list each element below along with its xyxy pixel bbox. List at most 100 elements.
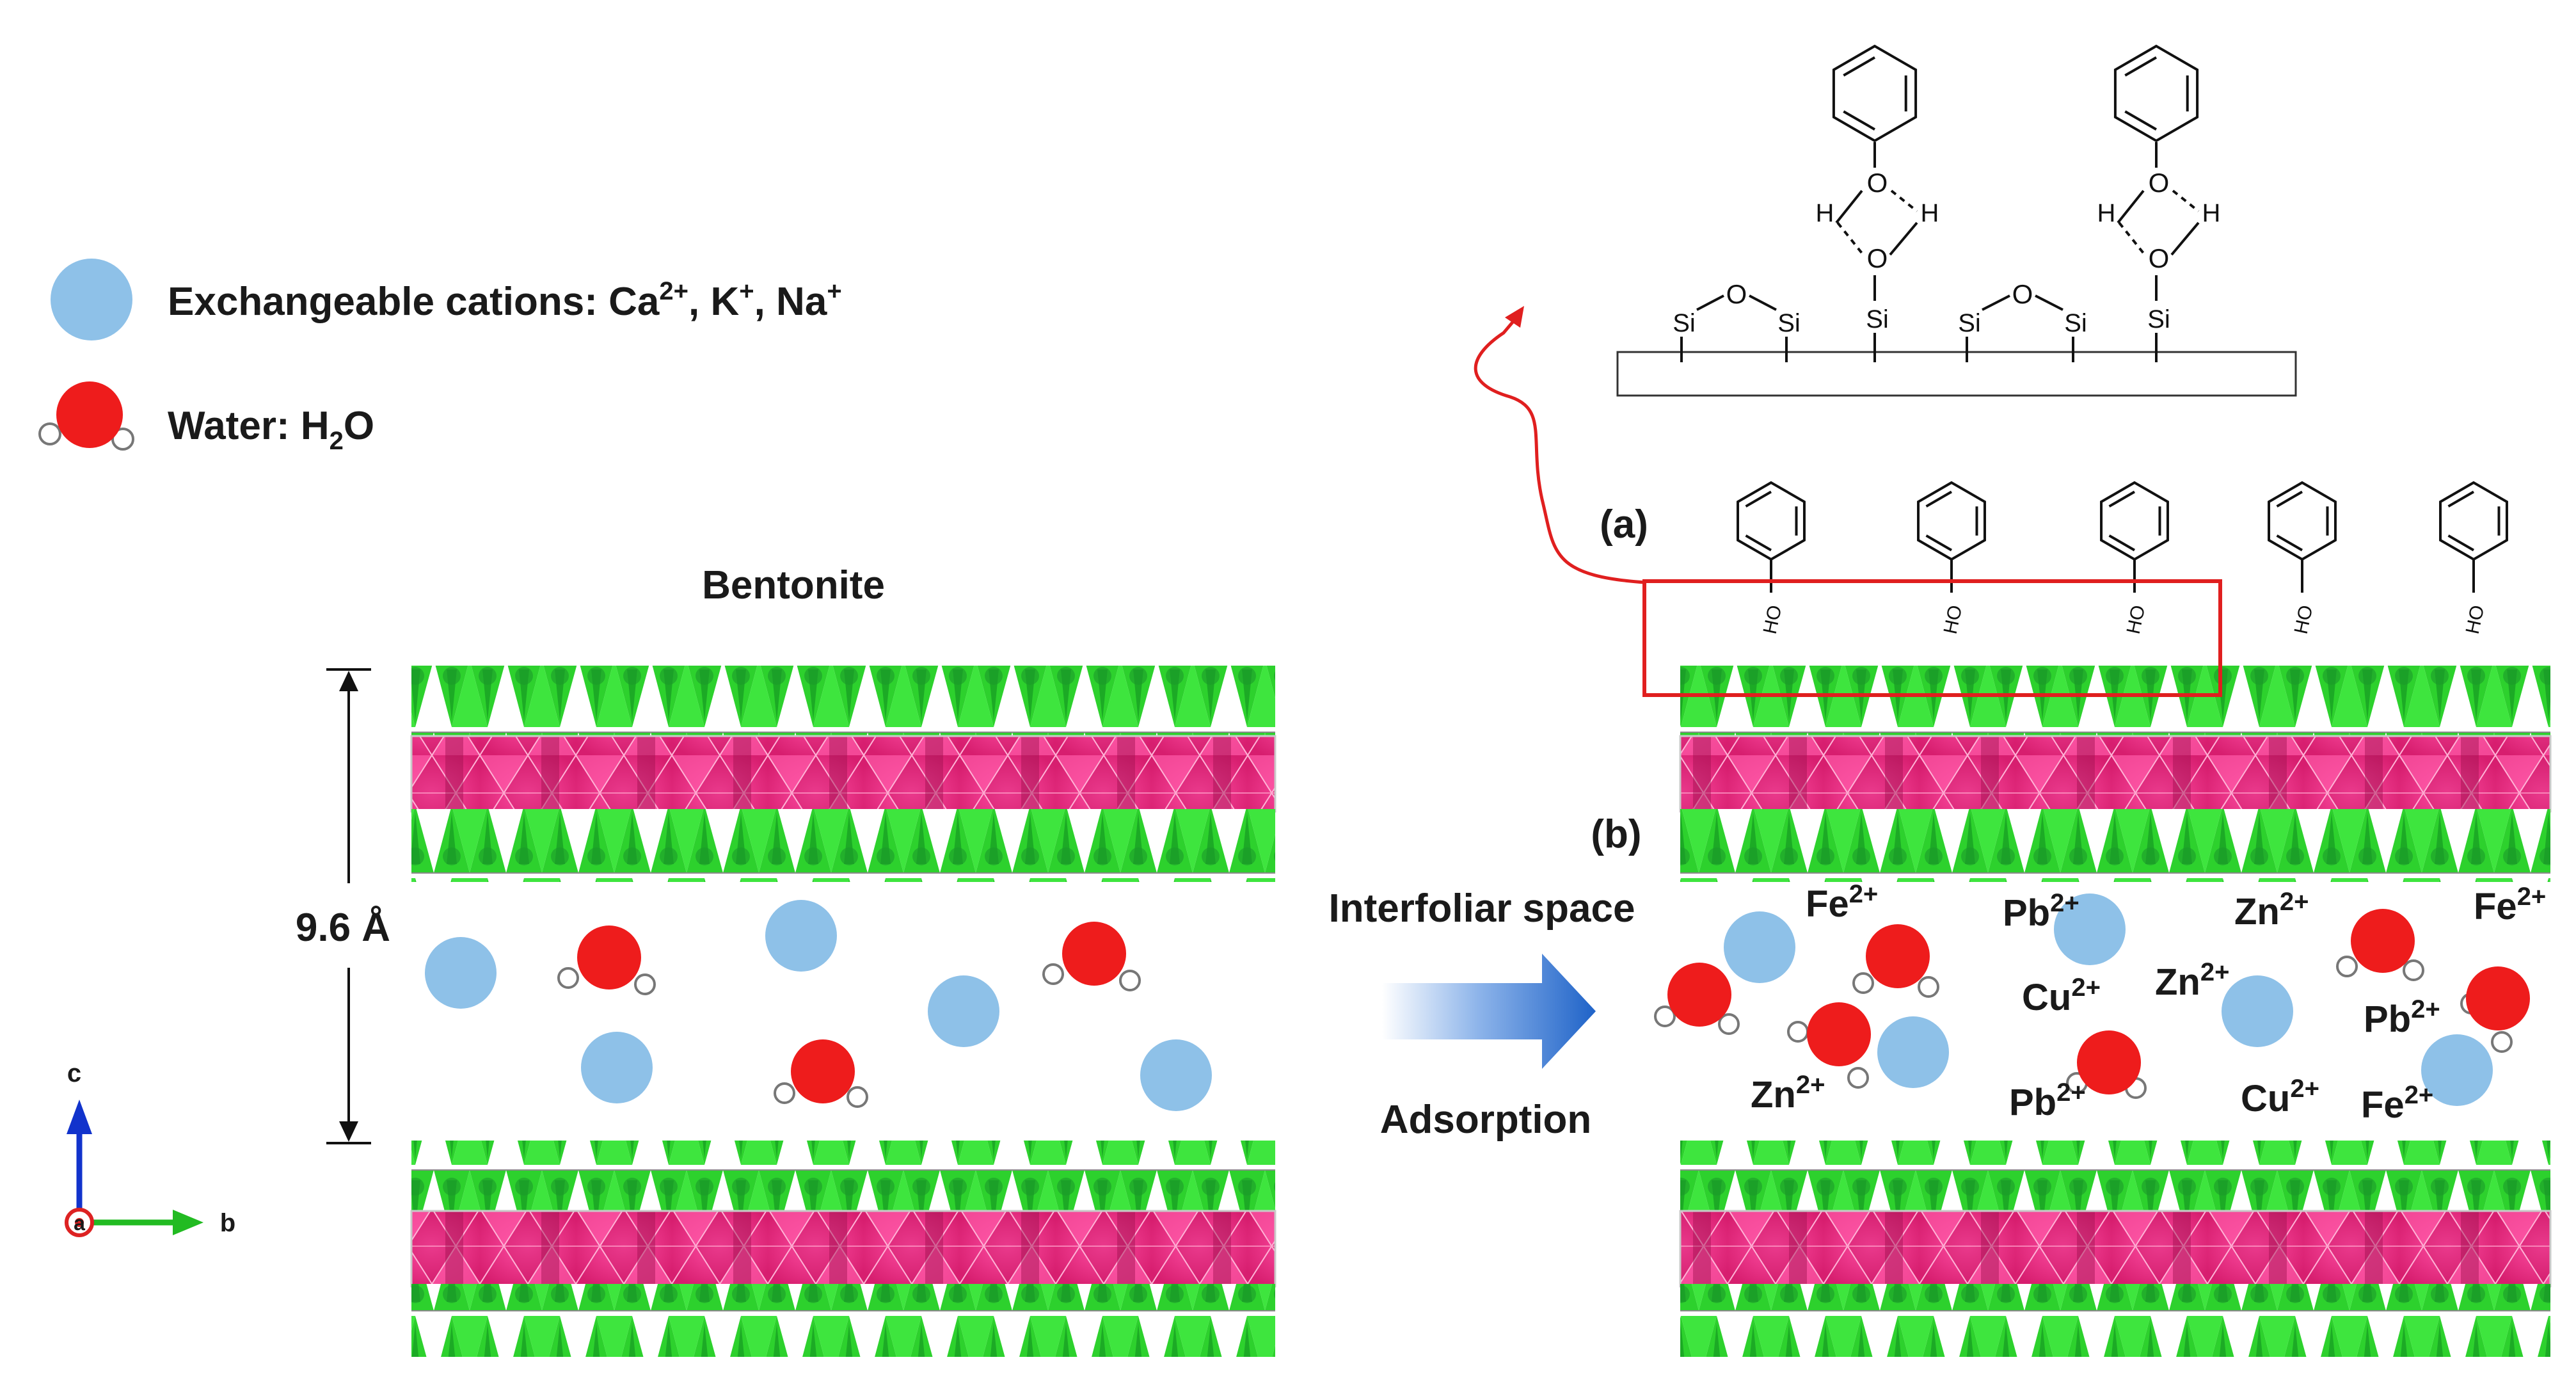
right-interlayer xyxy=(1654,893,2530,1106)
cation xyxy=(2421,1034,2493,1106)
legend-na: Na xyxy=(776,280,827,324)
modified-layer-top xyxy=(1679,666,2552,882)
legend-cation-prefix: Exchangeable cations: xyxy=(168,280,608,324)
metal-ion-label: Fe2+ xyxy=(1806,880,1878,925)
zoom-connector xyxy=(1474,306,1646,584)
phenol-molecule xyxy=(1832,44,1918,143)
phenol-molecule: HO xyxy=(2100,481,2169,636)
tetrahedral-sheet xyxy=(1680,666,2550,739)
water-molecule xyxy=(2336,909,2424,981)
oxygen-atom: O xyxy=(1867,168,1888,198)
tetrahedral-sheet xyxy=(1680,809,2550,882)
oxygen-atom: O xyxy=(1867,243,1888,273)
phenol-molecule: HO xyxy=(1737,481,1806,636)
water-molecule xyxy=(1654,963,1740,1035)
hydrogen-atom: H xyxy=(2202,199,2221,227)
axis-a-label: a xyxy=(74,1212,85,1235)
cation xyxy=(2222,975,2293,1047)
legend-water-o: O xyxy=(344,404,374,448)
highlight-box xyxy=(1642,579,2222,697)
bentonite-title: Bentonite xyxy=(702,563,885,607)
cation xyxy=(1877,1016,1949,1088)
cation xyxy=(1140,1039,1212,1111)
water-molecule xyxy=(2460,966,2530,1053)
tetrahedral-sheet xyxy=(411,809,1275,882)
hydroxyl-label: HO xyxy=(2123,604,2150,636)
spacing-dimension xyxy=(326,668,371,1144)
water-molecule xyxy=(774,1039,868,1108)
legend-water-label: Water: H2O xyxy=(168,404,374,455)
metal-ion-label: Pb2+ xyxy=(2009,1078,2086,1123)
hydrogen-atom: H xyxy=(1816,199,1834,227)
bentonite-layer-top xyxy=(410,666,1276,882)
cation xyxy=(765,900,837,972)
oxygen-atom: O xyxy=(1726,279,1747,309)
oxygen-atom: O xyxy=(2012,279,2033,309)
metal-ion-label: Zn2+ xyxy=(2234,888,2309,933)
tetrahedral-sheet xyxy=(411,666,1275,739)
panel-a-label: (a) xyxy=(1600,502,1648,547)
interfoliar-label: Interfoliar space xyxy=(1329,886,1635,931)
tetrahedral-sheet xyxy=(1680,1141,2550,1214)
metal-ion-label: Zn2+ xyxy=(1751,1071,1825,1116)
phenol-molecule: HO xyxy=(2439,481,2508,636)
crystal-axes xyxy=(65,1100,203,1237)
octahedral-sheet xyxy=(410,1210,1276,1288)
cation xyxy=(2054,893,2126,965)
cation xyxy=(425,937,497,1009)
phenol-molecule: HO xyxy=(1917,481,1986,636)
water-molecule xyxy=(1042,922,1141,991)
octahedral-sheet xyxy=(410,735,1276,813)
silicon-atom: Si xyxy=(1958,309,1981,337)
water-molecule xyxy=(557,925,656,995)
spacing-label: 9.6 Å xyxy=(296,906,390,950)
legend: Exchangeable cations: Ca2+, K+, Na+ Wate… xyxy=(38,259,842,455)
silicon-atom: Si xyxy=(1777,309,1801,337)
metal-ion-label: Fe2+ xyxy=(2474,883,2546,927)
cation xyxy=(581,1032,653,1103)
axis-c-label: c xyxy=(67,1059,81,1087)
octahedral-sheet xyxy=(1679,1210,2552,1288)
tetrahedral-sheet xyxy=(411,1284,1275,1357)
cation xyxy=(1724,911,1795,983)
water-molecule xyxy=(1852,924,1939,998)
tetrahedral-sheet xyxy=(1680,1284,2550,1357)
legend-water-swatch xyxy=(38,381,134,451)
phenol-groups: HO HO HO HO HO xyxy=(1737,481,2508,636)
metal-ion-label: Cu2+ xyxy=(2022,973,2101,1018)
oxygen-atom: O xyxy=(2149,243,2170,273)
hydrogen-atom: H xyxy=(1921,199,1939,227)
silicon-atom: Si xyxy=(1673,309,1696,337)
hydroxyl-label: HO xyxy=(2462,604,2489,636)
left-interlayer xyxy=(425,900,1212,1111)
bentonite-layer-bottom xyxy=(410,1141,1276,1357)
legend-k-sup: + xyxy=(739,277,754,305)
legend-water-sub: 2 xyxy=(330,427,344,455)
legend-sep-1: , xyxy=(688,280,710,324)
heavy-metal-ions: Fe2+Pb2+Zn2+Fe2+Cu2+Zn2+Pb2+Zn2+Pb2+Cu2+… xyxy=(1751,880,2546,1126)
hydroxyl-label: HO xyxy=(2291,604,2318,636)
phenol-molecule xyxy=(2113,44,2199,143)
adsorption-arrow xyxy=(1382,954,1596,1069)
hydroxyl-label: HO xyxy=(1760,604,1786,636)
oxygen-atom: O xyxy=(2149,168,2170,198)
water-molecule xyxy=(2066,1030,2147,1099)
legend-na-sup: + xyxy=(827,277,841,305)
metal-ion-label: Pb2+ xyxy=(2364,995,2440,1040)
legend-cation-swatch xyxy=(51,259,132,340)
metal-ion-label: Fe2+ xyxy=(2361,1081,2433,1126)
legend-ca: Ca xyxy=(608,280,660,324)
legend-ca-sup: 2+ xyxy=(659,277,688,305)
silicon-atom: Si xyxy=(2147,305,2170,333)
modified-layer-bottom xyxy=(1679,1141,2552,1357)
cation xyxy=(928,975,999,1047)
silicon-atom: Si xyxy=(2064,309,2087,337)
metal-ion-label: Pb2+ xyxy=(2003,889,2079,934)
legend-sep-2: , xyxy=(754,280,776,324)
phenol-molecule: HO xyxy=(2268,481,2337,636)
silicon-atom: Si xyxy=(1866,305,1889,333)
legend-water-prefix: Water: xyxy=(168,404,301,448)
legend-cation-label: Exchangeable cations: Ca2+, K+, Na+ xyxy=(168,277,842,324)
legend-water-h: H xyxy=(301,404,330,448)
